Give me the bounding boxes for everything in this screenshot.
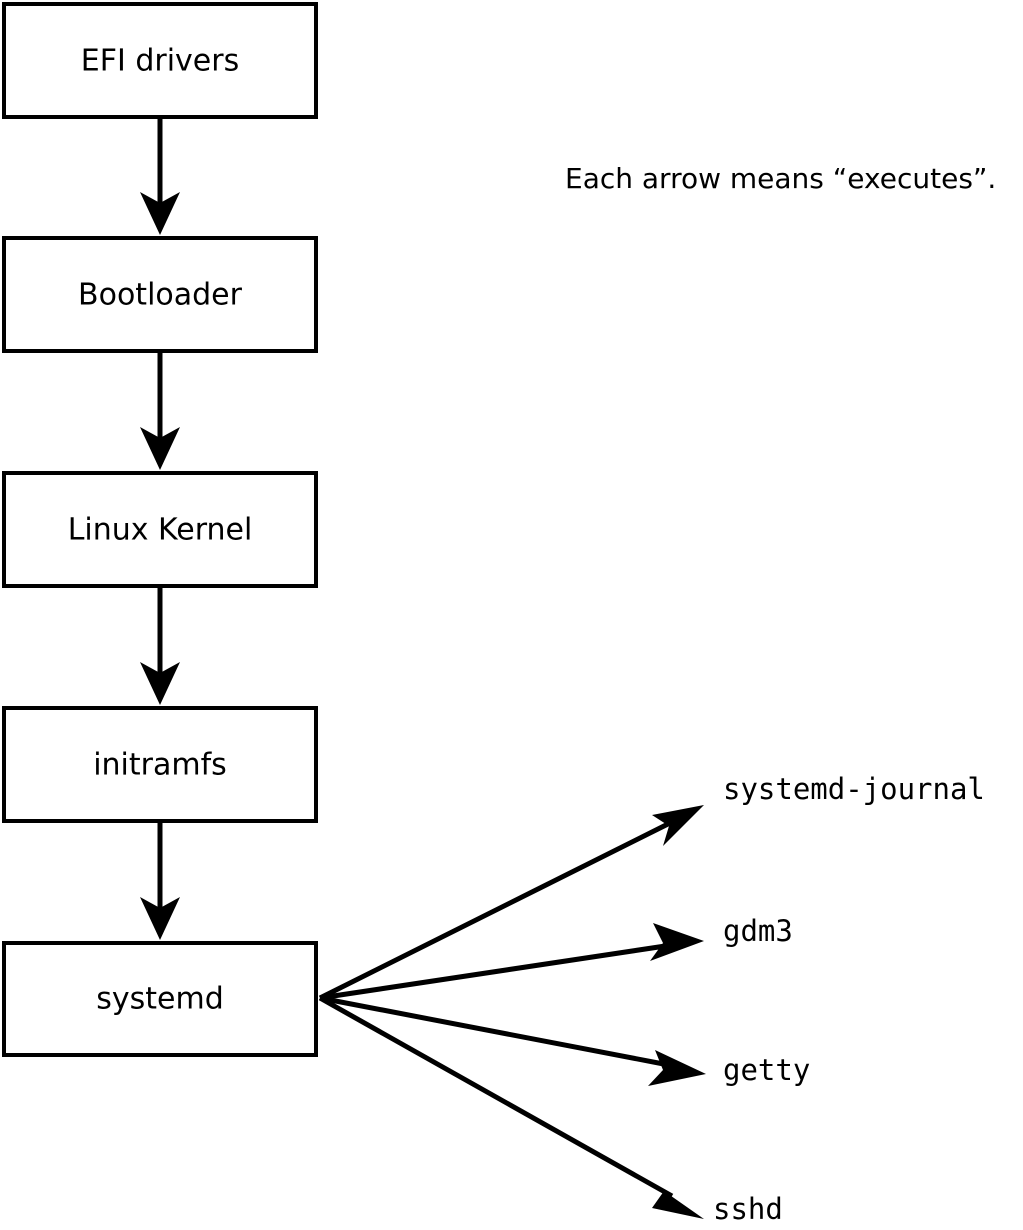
fan-arrow-gdm3 xyxy=(319,923,704,1001)
legend-caption: Each arrow means “executes”. xyxy=(565,162,996,195)
chain-arrow-kernel-to-initramfs xyxy=(140,588,180,705)
node-label-bootloader: Bootloader xyxy=(78,278,243,313)
chain-arrow-bootloader-to-kernel xyxy=(140,353,180,470)
fan-arrow-getty xyxy=(319,995,706,1086)
node-initramfs[interactable]: initramfs xyxy=(2,706,318,823)
leaf-label-sshd: sshd xyxy=(713,1192,783,1226)
fan-arrow-sshd xyxy=(318,995,704,1219)
node-label-linux-kernel: Linux Kernel xyxy=(68,513,253,548)
node-systemd[interactable]: systemd xyxy=(2,941,318,1057)
node-label-systemd: systemd xyxy=(96,982,224,1017)
node-linux-kernel[interactable]: Linux Kernel xyxy=(2,471,318,588)
node-label-initramfs: initramfs xyxy=(93,748,227,783)
fan-arrow-systemd-journal xyxy=(318,805,704,1001)
node-bootloader[interactable]: Bootloader xyxy=(2,236,318,353)
leaf-label-getty: getty xyxy=(723,1053,810,1087)
leaf-label-gdm3: gdm3 xyxy=(723,914,793,948)
chain-arrow-initramfs-to-systemd xyxy=(140,823,180,940)
node-efi-drivers[interactable]: EFI drivers xyxy=(2,2,318,119)
node-label-efi-drivers: EFI drivers xyxy=(81,44,239,79)
leaf-label-systemd-journal: systemd-journal xyxy=(723,772,985,806)
chain-arrow-efi-to-bootloader xyxy=(140,119,180,235)
